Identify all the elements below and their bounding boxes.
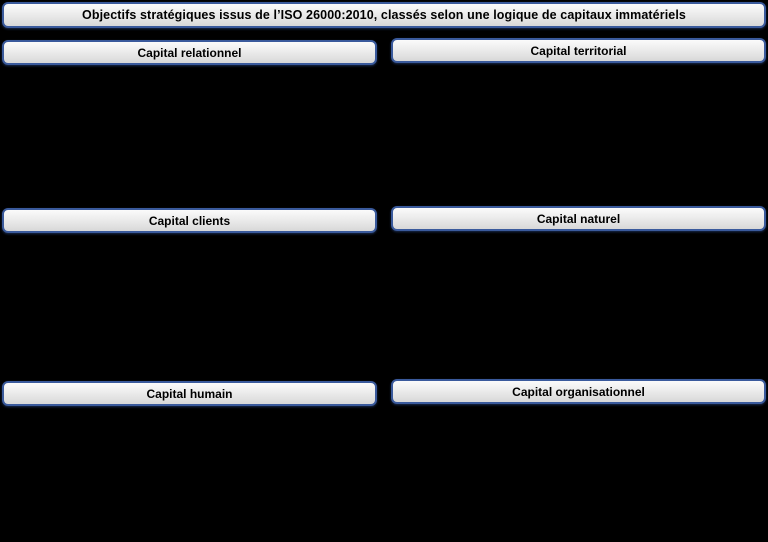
header-capital-territorial: Capital territorial xyxy=(391,38,766,63)
header-capital-organisationnel: Capital organisationnel xyxy=(391,379,766,404)
page-title: Objectifs stratégiques issus de l’ISO 26… xyxy=(2,2,766,28)
header-capital-clients: Capital clients xyxy=(2,208,377,233)
header-capital-naturel: Capital naturel xyxy=(391,206,766,231)
header-capital-relationnel: Capital relationnel xyxy=(2,40,377,65)
header-capital-humain: Capital humain xyxy=(2,381,377,406)
